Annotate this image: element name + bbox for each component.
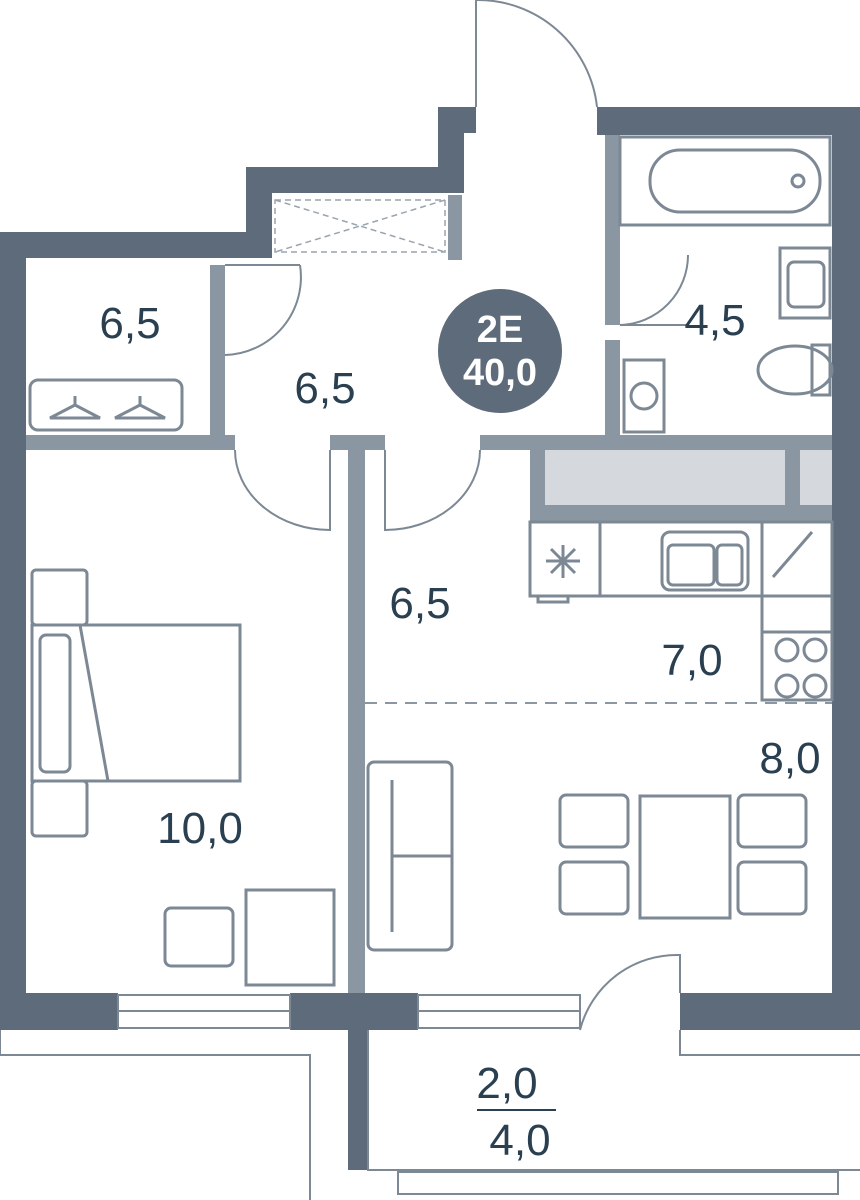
area-kitchen: 7,0 (661, 636, 722, 685)
washbasin-icon (778, 246, 832, 320)
balcony-outline (0, 1030, 860, 1200)
entry-niche (274, 199, 446, 253)
bathtub-icon (618, 135, 832, 227)
toilet-icon (756, 343, 834, 397)
area-corridor: 6,5 (389, 579, 450, 628)
kitchen-niche (545, 450, 832, 505)
bathroom-door (619, 254, 689, 326)
windows (117, 994, 839, 1195)
entrance-door (475, 0, 598, 108)
apartment-total-area: 40,0 (463, 352, 537, 394)
apartment-badge (438, 289, 562, 413)
bedroom-door (234, 449, 331, 532)
rolling-pin-icon (771, 531, 814, 578)
corridor-door (384, 449, 481, 532)
area-living: 8,0 (759, 734, 820, 783)
apartment-type: 2E (477, 309, 523, 351)
kitchen-counter (528, 520, 834, 702)
outer-walls (0, 107, 860, 1170)
balcony-door (579, 953, 681, 1031)
desk-icon (163, 888, 336, 987)
area-balcony-bottom: 4,0 (489, 1116, 550, 1165)
wardrobe-door (224, 264, 302, 356)
washing-machine-icon (622, 358, 666, 434)
area-bathroom: 4,5 (684, 296, 745, 345)
dining-table-icon (558, 793, 808, 920)
area-hall: 6,5 (294, 364, 355, 413)
area-bedroom: 10,0 (157, 804, 243, 853)
doors (224, 0, 689, 1031)
sofa-icon (366, 760, 454, 952)
freezer-icon (546, 545, 580, 578)
hanger-rail-icon (28, 378, 184, 432)
sink-icon (660, 530, 750, 592)
stove-icon (774, 637, 828, 699)
area-balcony-top: 2,0 (476, 1059, 537, 1108)
inner-walls (26, 135, 832, 993)
area-wardrobe: 6,5 (99, 299, 160, 348)
bed-icon (30, 568, 242, 838)
